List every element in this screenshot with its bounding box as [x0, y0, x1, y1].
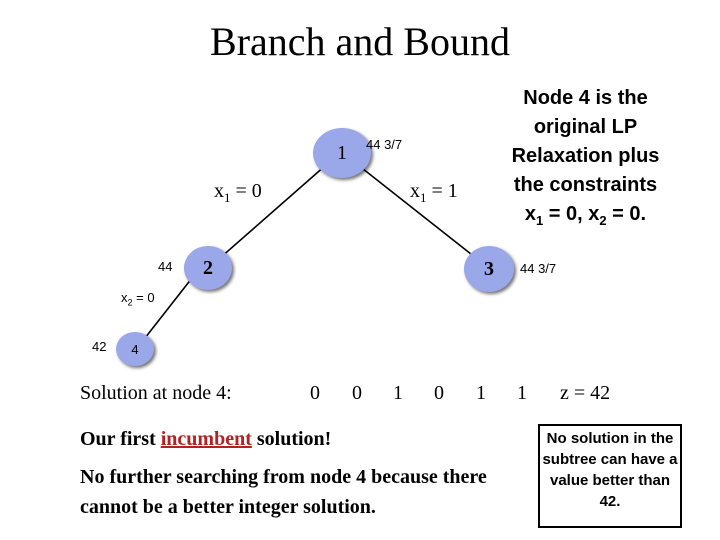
solution-value-x1: 0 [310, 382, 320, 404]
node-4-note: Node 4 is the original LP Relaxation plu… [478, 84, 693, 235]
callout-box: No solution in the subtree can have a va… [538, 424, 682, 528]
edge-1-3 [357, 164, 477, 259]
solution-objective: z = 42 [560, 382, 611, 404]
branch-label-x1-1: x1 = 1 [410, 180, 458, 205]
tree-node-3: 3 [464, 246, 514, 292]
branch-label-x2-0: x2 = 0 [121, 290, 155, 308]
edge-2-4 [144, 277, 193, 339]
tree-node-2: 2 [184, 246, 232, 290]
tree-node-4: 4 [116, 332, 154, 366]
note-line: original LP [533, 116, 638, 138]
tree-node-1: 1 [313, 128, 371, 178]
node-2-label: 2 [203, 256, 213, 279]
solution-value-x2: 0 [352, 382, 362, 404]
solution-value-x3: 1 [393, 382, 403, 404]
node-1-bound: 44 3/7 [366, 137, 403, 152]
incumbent-term: incumbent [160, 428, 252, 450]
edge-1-2 [219, 164, 327, 259]
page-title: Branch and Bound [210, 19, 510, 64]
callout-text: No solution in the subtree can have a va… [542, 430, 678, 510]
node-4-bound: 42 [92, 339, 107, 354]
note-line: Node 4 is the [523, 87, 648, 109]
node-1-label: 1 [337, 141, 347, 164]
node-2-bound: 44 [158, 259, 173, 274]
note-line: the constraints [513, 174, 658, 196]
node-4-label: 4 [131, 341, 139, 357]
branch-label-x1-0: x1 = 0 [214, 180, 262, 205]
further-search-text: No further searching from node 4 because… [80, 466, 487, 518]
node-3-bound: 44 3/7 [520, 261, 557, 276]
incumbent-statement: Our first incumbent solution! [80, 428, 332, 450]
note-line: x1 = 0, x2 = 0. [524, 203, 647, 228]
solution-label: Solution at node 4: [80, 382, 232, 404]
note-line: Relaxation plus [511, 145, 660, 167]
solution-value-x6: 1 [517, 382, 527, 404]
node-3-label: 3 [484, 257, 494, 280]
solution-value-x5: 1 [476, 382, 486, 404]
solution-value-x4: 0 [434, 382, 444, 404]
